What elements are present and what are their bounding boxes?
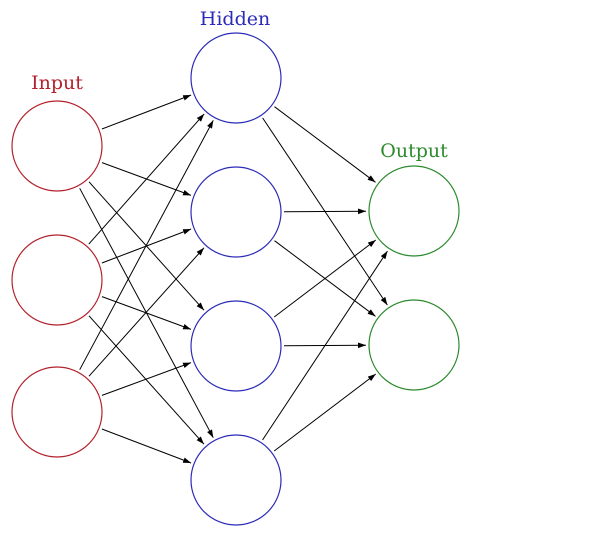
connection-input-2-to-hidden-3 [101,296,192,330]
connection-input-3-to-hidden-2 [88,247,205,377]
hidden-node-1 [190,32,282,124]
input-node-2 [11,234,103,326]
output-node-1 [368,165,460,257]
hidden-node-2 [190,166,282,258]
input-node-1 [11,100,103,192]
output-layer-label: Output [380,140,448,162]
connection-hidden-4-to-output-1 [262,250,388,441]
connection-input-3-to-hidden-1 [79,120,214,370]
hidden-node-3 [190,300,282,392]
connection-hidden-4-to-output-2 [273,373,377,452]
connection-hidden-1-to-output-1 [274,106,376,183]
connection-hidden-3-to-output-1 [273,239,377,318]
input-layer-label: Input [31,72,83,94]
connection-input-2-to-hidden-1 [88,113,205,245]
connections [79,94,388,464]
connection-input-3-to-hidden-3 [101,362,192,396]
connection-input-1-to-hidden-1 [101,94,192,130]
connection-input-3-to-hidden-4 [101,428,192,464]
connection-input-2-to-hidden-4 [88,315,205,445]
neurons [11,32,460,526]
hidden-layer-label: Hidden [200,8,270,30]
hidden-node-4 [190,434,282,526]
input-node-3 [11,366,103,458]
output-node-2 [368,299,460,391]
